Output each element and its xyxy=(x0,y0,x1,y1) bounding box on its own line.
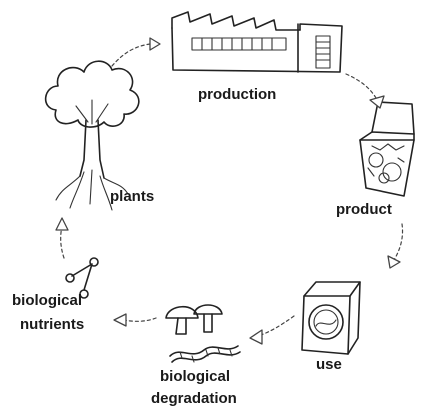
biological-nutrients-label-line1: biological xyxy=(12,292,83,309)
biological-degradation-label-line1: biological xyxy=(160,368,231,385)
arrowhead-product-to-use xyxy=(387,255,401,269)
use-label: use xyxy=(316,356,342,373)
arrow-production-to-product xyxy=(345,73,377,99)
cycle-arrows xyxy=(55,37,404,345)
arrow-degradation-to-nutrients xyxy=(123,317,157,322)
plants-label: plants xyxy=(110,188,155,205)
arrowhead-nutrients-to-plants xyxy=(55,217,69,231)
molecule-icon xyxy=(65,257,99,299)
arrowhead-use-to-degradation xyxy=(249,329,263,345)
box-icon xyxy=(359,101,415,197)
factory-icon xyxy=(171,11,343,73)
arrow-product-to-use xyxy=(393,223,404,261)
arrowhead-degradation-to-nutrients xyxy=(113,313,127,327)
washing-machine-icon xyxy=(301,281,361,355)
tree-icon xyxy=(44,60,140,211)
mushroom-worm-icon xyxy=(165,304,241,363)
arrow-plants-to-production xyxy=(111,43,151,67)
arrow-use-to-degradation xyxy=(257,315,295,337)
biological-nutrients-label-line2: nutrients xyxy=(20,316,85,333)
product-label: product xyxy=(336,201,392,218)
production-label: production xyxy=(198,86,277,103)
biological-degradation-label-line2: degradation xyxy=(151,390,237,407)
arrow-nutrients-to-plants xyxy=(60,225,65,259)
arrowhead-plants-to-production xyxy=(149,37,161,51)
arrowhead-production-to-product xyxy=(369,95,385,109)
